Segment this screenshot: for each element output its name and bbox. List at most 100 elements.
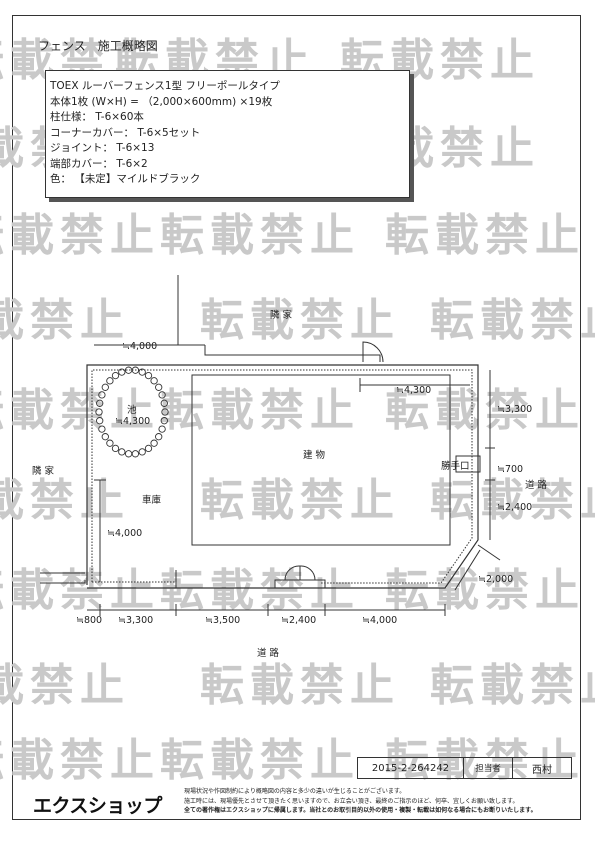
spec-line-endcap: 端部カバー： T-6×2 (50, 157, 148, 170)
gate-swing (362, 341, 384, 363)
watermark-text: 転載禁止 (200, 295, 400, 346)
gate-swing-left (284, 565, 301, 581)
dim-pond: ≒4,300 (115, 416, 150, 427)
pond-dot (118, 448, 126, 456)
dim-top-right: ≒4,300 (396, 385, 431, 396)
dim-line-diagonal (477, 544, 501, 561)
pond-dot (144, 444, 153, 453)
pond-dot (160, 399, 168, 407)
label-garage: 車庫 (142, 494, 162, 506)
footer-note: 現場状況や作図制約により概略図の内容と多少の違いが生じることがございます。 施工… (184, 787, 579, 816)
watermark-text: 転載禁止 (385, 385, 585, 436)
fence-outer (86, 364, 479, 589)
watermark-text: 転載禁止 (200, 475, 400, 526)
dim-bottom-4: ≒2,400 (281, 615, 316, 626)
neighbor-boundary-top (204, 345, 381, 362)
watermark-text: 転載禁止 (0, 735, 160, 786)
dim-bottom-5: ≒4,000 (362, 615, 397, 626)
pond-dot (158, 391, 166, 399)
watermark-text: 転載禁止 (0, 385, 160, 436)
spec-line-body: 本体1枚 (W×H) = （2,000×600mm) ×19枚 (50, 95, 273, 108)
pond-dot (155, 383, 163, 391)
pond-dot (101, 383, 109, 391)
watermark-text: 転載禁止 (160, 565, 360, 616)
brand-logo: エクスショップ (33, 795, 162, 817)
spec-box: TOEX ルーバーフェンス1型 フリーポールタイプ 本体1枚 (W×H) = （… (45, 70, 410, 198)
pond-dot (155, 433, 163, 441)
person-name: 西村 (532, 764, 552, 776)
footer-note-line: 全ての著作権はエクスショップに帰属します。当社とのお取引目的以外の使用・複製・転… (184, 807, 537, 814)
pond-dot (150, 439, 158, 447)
building-outline (191, 374, 451, 546)
dim-bottom-1: ≒800 (76, 615, 102, 626)
pond-dot (98, 425, 106, 433)
dim-right-mid: ≒700 (497, 464, 523, 475)
watermark-text: 転載禁止 (0, 295, 130, 346)
pond-dot (118, 368, 126, 376)
label-pond: 池 (127, 404, 137, 416)
spec-line-joint: ジョイント： T-6×13 (50, 142, 155, 154)
side-door (455, 455, 481, 473)
label-neighbor-left: 隣 家 (32, 465, 55, 477)
watermark-text: 転載禁止 (0, 475, 130, 526)
pond-dot (138, 368, 146, 376)
spec-line-posts: 柱仕様： T-6×60本 (50, 111, 144, 123)
watermark-text: 転載禁止 (430, 475, 595, 526)
pond-dot (124, 450, 133, 458)
label-road-bottom: 道 路 (257, 647, 280, 659)
watermark-text: 転載禁止 (385, 735, 585, 786)
pond-dot (131, 366, 140, 374)
pond-dot (111, 371, 120, 380)
watermark-text: 転載禁止 (430, 295, 595, 346)
pond-dot (144, 371, 153, 380)
doc-number: 2015-2-264242 (358, 758, 464, 778)
dim-diagonal: ≒2,000 (478, 574, 513, 585)
pond-dot (131, 450, 140, 458)
pond-dot (161, 408, 169, 416)
pond-dot (160, 417, 168, 425)
pond-dot (106, 439, 114, 447)
watermark-text: 転載禁止 (430, 660, 595, 711)
footer-note-line: 現場状況や作図制約により概略図の内容と多少の違いが生じることがございます。 (184, 788, 406, 795)
watermark-text: 転載禁止 (160, 210, 360, 261)
dim-right-lower: ≒2,400 (497, 502, 532, 513)
watermark-text: 転載禁止 (0, 210, 160, 261)
drawing-title: フェンス 施工概略図 (38, 39, 158, 53)
front-gate (274, 579, 326, 589)
gate-swing-right (299, 565, 316, 581)
pond-dot (98, 391, 106, 399)
watermark-text: 転載禁止 (200, 660, 400, 711)
pond-outline (95, 366, 169, 458)
pond-dot (96, 399, 104, 407)
watermark-text: 転載禁止 (385, 565, 585, 616)
drawing-frame (12, 15, 581, 820)
footer-note-line: 施工時には、現場優先とさせて頂きたく思いますので、お立会い頂き、最終のご指示のほ… (184, 797, 519, 805)
spec-line-color: 色： 【未定】マイルドブラック (50, 173, 201, 185)
pond-dot (96, 417, 104, 425)
pond-dot (95, 408, 103, 416)
label-building: 建 物 (303, 449, 326, 461)
neighbor-boundary-left (40, 580, 86, 584)
pond-dot (106, 377, 114, 385)
pond-dot (158, 425, 166, 433)
watermark-text: 転載禁止 (0, 660, 130, 711)
spec-line-product: TOEX ルーバーフェンス1型 フリーポールタイプ (50, 80, 280, 92)
dim-bottom-2: ≒3,300 (118, 615, 153, 626)
dim-top-left: ≒4,000 (122, 341, 157, 352)
label-side-door: 勝手口 (441, 460, 470, 472)
pond-dot (150, 377, 158, 385)
dim-bottom-3: ≒3,500 (205, 615, 240, 626)
label-road-right: 道 路 (525, 479, 548, 491)
watermark-text: 転載禁止 (385, 210, 585, 261)
fence-inner (91, 369, 473, 584)
dim-left-vertical: ≒4,000 (107, 528, 142, 539)
pond-dot (111, 444, 120, 453)
footer-table: 2015-2-264242 担当者 西村 (357, 757, 572, 779)
spec-line-corner: コーナーカバー： T-6×5セット (50, 126, 201, 139)
pond-dot (138, 448, 146, 456)
dim-right-upper: ≒3,300 (497, 404, 532, 415)
pond-dot (101, 433, 109, 441)
watermark-text: 転載禁止 (160, 735, 360, 786)
label-neighbor-top: 隣 家 (270, 309, 293, 321)
